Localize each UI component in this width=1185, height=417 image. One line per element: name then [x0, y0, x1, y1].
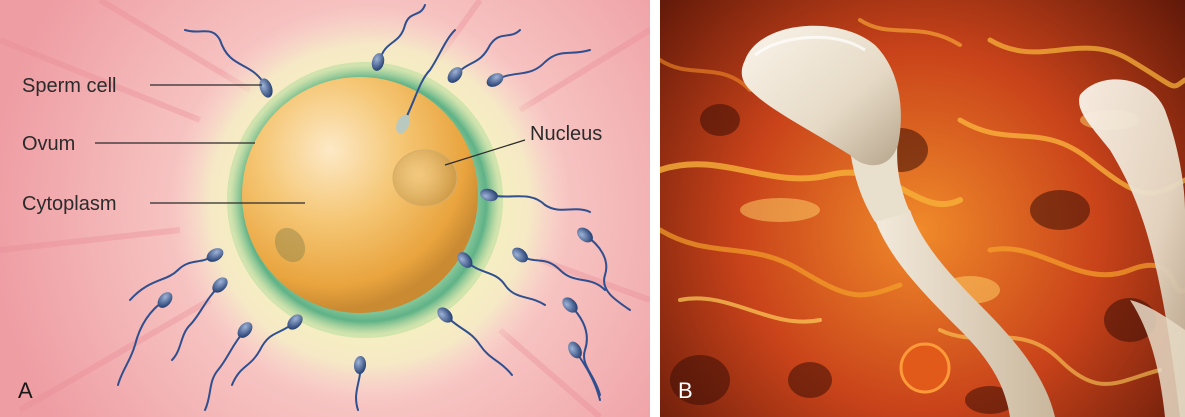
- second-sperm-head: [1079, 79, 1185, 417]
- panel-b-letter: B: [678, 378, 693, 403]
- sperm-tail: [444, 314, 513, 376]
- sperm-tail: [519, 254, 606, 291]
- leader-lines: [95, 84, 526, 204]
- sperm-head: [287, 314, 303, 330]
- panel-b-micrograph: B: [660, 0, 1185, 417]
- sperm-head: [212, 277, 228, 293]
- sperm-tail: [464, 259, 546, 306]
- sperm-tail: [494, 49, 591, 81]
- panel-a-illustration: Sperm cell Ovum Cytoplasm Nucleus A: [0, 0, 650, 417]
- sperm-tail: [117, 299, 166, 386]
- sperm-head: [568, 341, 582, 359]
- sperm-micrograph: B: [660, 0, 1185, 417]
- sperm-tail: [379, 4, 426, 61]
- main-sperm-tail: [875, 210, 1055, 417]
- main-sperm-head: [741, 25, 901, 166]
- sperm-head: [577, 227, 593, 243]
- sperm-head: [157, 292, 173, 308]
- sperm-tail: [489, 194, 591, 213]
- sperm-tail: [171, 284, 221, 361]
- sperm-cells: [117, 4, 631, 411]
- ovum-illustration: Sperm cell Ovum Cytoplasm Nucleus A: [0, 0, 650, 417]
- sperm-head: [486, 73, 504, 87]
- sperm-heads: [157, 53, 593, 374]
- sperm-head: [353, 356, 367, 374]
- panel-a-letter: A: [18, 378, 33, 403]
- ovum-label: Ovum: [22, 133, 75, 155]
- organelle-shape: [274, 227, 306, 263]
- cytoplasm-label: Cytoplasm: [22, 193, 116, 215]
- sperm-head: [259, 78, 273, 98]
- third-sperm-tail: [1130, 300, 1185, 417]
- sperm-head: [371, 53, 385, 71]
- nucleus-shape: [392, 149, 458, 207]
- sperm-tail: [404, 29, 456, 121]
- sperm-tail: [231, 321, 296, 386]
- sperm-tail: [184, 29, 266, 86]
- sperm-tail: [129, 254, 216, 301]
- nucleus-leader-line: [444, 139, 526, 166]
- sperm-tail: [584, 234, 631, 311]
- sperm-head: [237, 322, 253, 338]
- sperm-head: [480, 188, 498, 202]
- sperm-tail: [204, 329, 246, 411]
- sperm-head: [396, 114, 410, 134]
- sperm-head: [447, 67, 463, 83]
- surface-texture: [660, 18, 1185, 386]
- sperm-head: [457, 252, 473, 268]
- sperm-cell-label: Sperm cell: [22, 75, 116, 97]
- head-highlight: [754, 35, 866, 57]
- sperm-tail: [454, 29, 521, 76]
- sperm-head: [437, 307, 453, 323]
- nucleus-label: Nucleus: [530, 123, 602, 145]
- sperm-head: [512, 247, 528, 263]
- sperm-head: [206, 248, 224, 262]
- sperm-head: [562, 297, 578, 313]
- vesicle: [899, 342, 951, 394]
